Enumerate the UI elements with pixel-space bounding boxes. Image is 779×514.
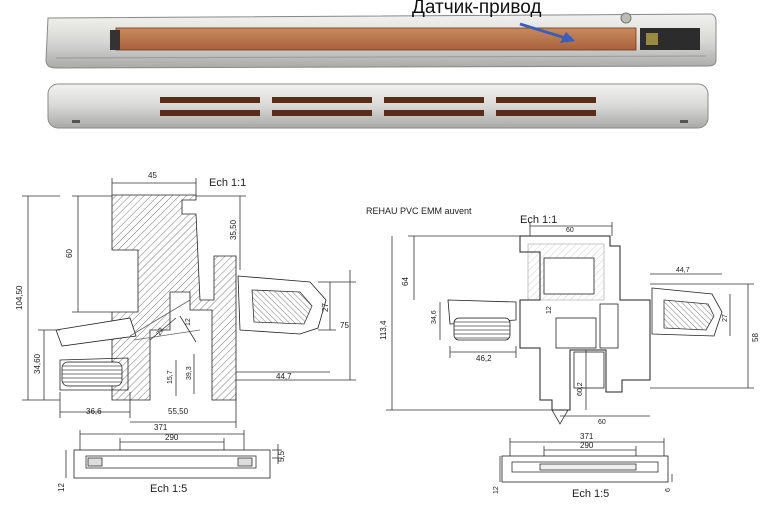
- dim-60-2: 60,2: [577, 382, 584, 396]
- dim-104-50: 104,50: [15, 285, 24, 310]
- vent-unit-grille-photo: [47, 83, 709, 129]
- dim-64: 64: [401, 277, 410, 286]
- dim-290-right: 290: [580, 441, 594, 450]
- right-scale-bottom: Ech 1:5: [572, 488, 609, 500]
- dim-45: 45: [148, 171, 157, 180]
- dim-27-left: 27: [321, 303, 330, 312]
- dim-39-3: 39,3: [186, 366, 193, 380]
- dim-35-50: 35,50: [229, 219, 238, 240]
- dim-60-top-right: 60: [566, 227, 574, 234]
- dim-44-7-left: 44,7: [276, 372, 292, 381]
- dim-12-left-bottom: 12: [57, 483, 66, 492]
- vent-unit-open-photo: [45, 12, 717, 69]
- right-title: REHAU PVC EMM auvent: [366, 206, 472, 216]
- left-section-drawing: [22, 178, 356, 428]
- dim-75: 75: [340, 321, 349, 330]
- dim-58: 58: [751, 333, 760, 342]
- dim-371-right: 371: [580, 432, 594, 441]
- right-bottom-plan: [499, 438, 673, 483]
- dim-60-bottom-right: 60: [598, 419, 606, 426]
- dim-34-6: 34,6: [431, 310, 438, 324]
- left-scale-top: Ech 1:1: [209, 177, 246, 189]
- dim-36-6: 36,6: [86, 407, 102, 416]
- dim-22: 22: [156, 327, 166, 337]
- dim-27-right: 27: [722, 314, 729, 322]
- dim-12-right-bottom: 12: [493, 486, 500, 494]
- dim-55-50: 55,50: [168, 407, 189, 416]
- dim-290-left: 290: [165, 433, 179, 442]
- dim-46-2: 46,2: [476, 354, 492, 363]
- dim-5-5: 5,5: [277, 450, 286, 462]
- dim-15-7: 15,7: [167, 370, 174, 384]
- dim-371-left: 371: [154, 423, 168, 432]
- dim-6: 6: [665, 488, 672, 492]
- dim-60-left: 60: [65, 249, 74, 258]
- right-drawing-labels: REHAU PVC EMM auvent Ech 1:1 60 64 113,4…: [366, 206, 760, 426]
- right-section-drawing: [386, 222, 754, 425]
- left-scale-bottom: Ech 1:5: [150, 483, 187, 495]
- left-drawing-labels: Ech 1:1 45 60 104,50 35,50 27 75 34,60 1…: [15, 171, 349, 416]
- sensor-actuator-label: Датчик-привод: [412, 0, 542, 18]
- dim-12-right: 12: [546, 306, 553, 314]
- dim-44-7-right: 44,7: [676, 267, 690, 274]
- left-bottom-labels: 371 290 5,5 12 Ech 1:5: [57, 423, 286, 495]
- left-bottom-plan: [65, 430, 282, 479]
- dim-12-left: 12: [185, 318, 192, 326]
- right-bottom-labels: 371 290 12 6 Ech 1:5: [493, 432, 672, 500]
- dim-113-4: 113,4: [379, 320, 388, 340]
- right-scale-top: Ech 1:1: [520, 214, 557, 226]
- dim-34-60: 34,60: [33, 353, 42, 374]
